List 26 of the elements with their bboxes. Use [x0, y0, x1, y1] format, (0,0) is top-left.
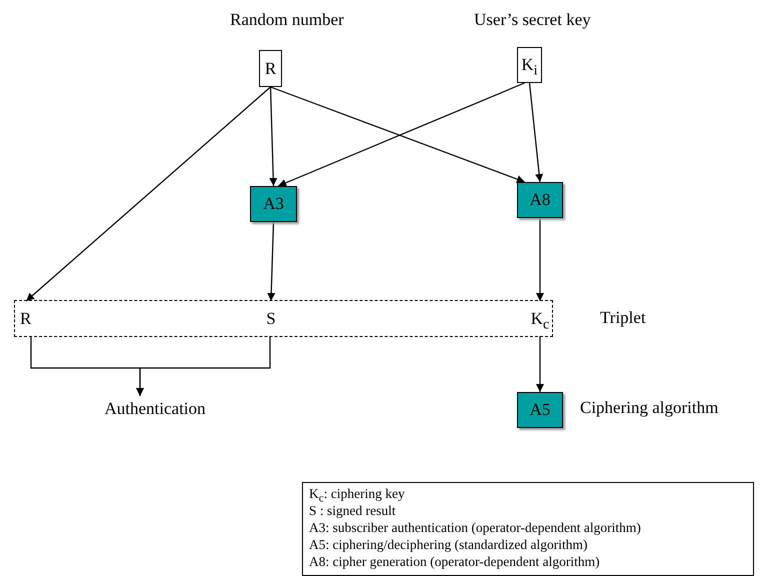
triplet-value: S — [251, 301, 291, 336]
algorithm-box: A3 — [250, 186, 297, 222]
arrow — [536, 218, 544, 301]
arrow — [267, 222, 276, 302]
definition-text: S : signed result — [309, 502, 397, 519]
node-caption: Random number — [230, 10, 344, 30]
triplet-value: R — [16, 301, 50, 336]
arrow — [536, 336, 544, 392]
input-box: R — [259, 50, 282, 87]
definition-text: A8: cipher generation (operator-dependent algorithm) — [309, 553, 601, 570]
output-label: Authentication — [75, 396, 235, 422]
definition-text: K$_{c}$: ciphering key — [309, 485, 406, 502]
arrow — [528, 82, 544, 182]
triplet-value: K$_{c}$ — [526, 301, 554, 336]
arrow — [26, 86, 271, 302]
definition-text: A3: subscriber authentication (operator-dependent algorithm) — [309, 519, 642, 536]
triplet-box — [14, 300, 553, 337]
definition-text: A5: ciphering/deciphering (standardized algorithm) — [309, 536, 589, 553]
node-caption: User’s secret key — [474, 10, 591, 30]
algorithm-box: A5 — [517, 392, 563, 428]
node-caption: Triplet — [600, 308, 646, 328]
arrow — [136, 336, 271, 396]
input-box: K$_{i}$ — [517, 47, 542, 83]
algorithm-box: A8 — [517, 182, 563, 218]
arrow — [269, 86, 278, 186]
node-caption: Ciphering algorithm — [580, 398, 718, 418]
